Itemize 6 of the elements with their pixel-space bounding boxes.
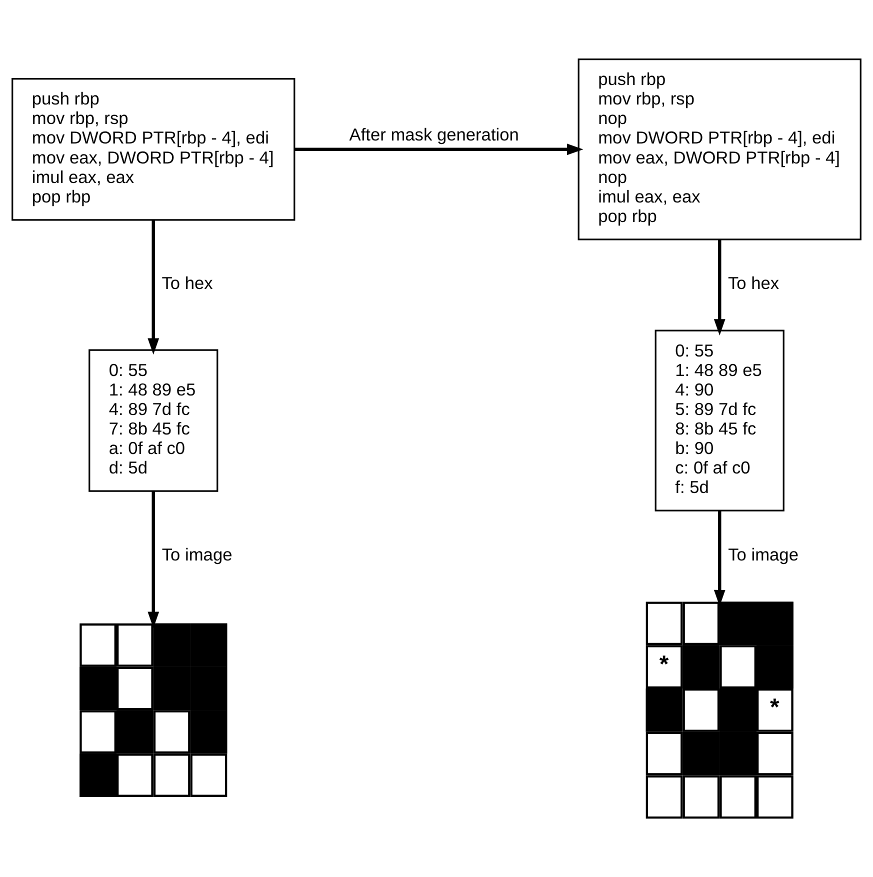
node-text: * *: [659, 650, 780, 721]
edge-label: To image: [162, 544, 232, 564]
edge-label: After mask generation: [349, 124, 519, 144]
edge-label: To hex: [162, 272, 213, 293]
edge-label: To image: [728, 544, 798, 564]
edge-label: To hex: [728, 272, 780, 293]
